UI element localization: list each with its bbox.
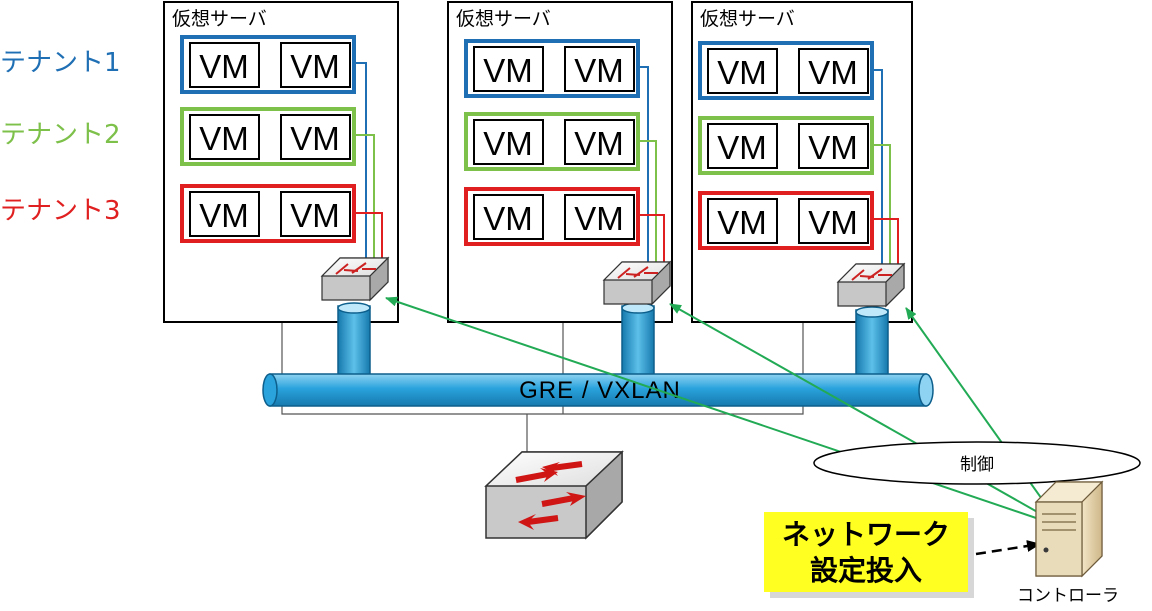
- vm-box: [189, 42, 260, 88]
- server-label: 仮想サーバ: [456, 8, 551, 30]
- vm-box: [189, 114, 260, 160]
- vm-label: VM: [574, 52, 624, 89]
- control-label: 制御: [960, 455, 994, 475]
- vm-label: VM: [290, 48, 340, 85]
- server-1-tenant-groups: VM VM VM VM VM VM: [180, 35, 356, 243]
- vm-label: VM: [199, 48, 249, 85]
- vm-label: VM: [199, 197, 249, 234]
- pipe-3-top: [855, 306, 889, 318]
- server-label: 仮想サーバ: [700, 8, 795, 30]
- pipe-3: [855, 309, 889, 377]
- pipe-1-top: [337, 302, 371, 314]
- vm-label: VM: [483, 52, 533, 89]
- controller-label: コントローラ: [1017, 586, 1119, 606]
- tenant-links: [354, 62, 899, 280]
- vm-box: [564, 46, 635, 92]
- vm-box: [707, 48, 778, 94]
- vm-label: VM: [290, 120, 340, 157]
- vm-label: VM: [717, 54, 767, 91]
- vm-label: VM: [717, 204, 767, 241]
- config-line-2: 設定投入: [810, 554, 922, 587]
- vm-box: [189, 191, 260, 237]
- vm-box: [564, 119, 635, 165]
- vertical-pipes: [337, 302, 889, 377]
- virtual-switch-2: [602, 260, 672, 306]
- vm-box: [798, 123, 869, 169]
- config-arrow: [975, 540, 1041, 556]
- vm-label: VM: [808, 204, 858, 241]
- vm-box: [473, 194, 544, 240]
- physical-switch-icon: [484, 450, 624, 540]
- vm-box: [473, 46, 544, 92]
- vm-label: VM: [483, 125, 533, 162]
- virtual-switch-3: [836, 262, 906, 308]
- vm-label: VM: [808, 129, 858, 166]
- vm-box: [280, 191, 351, 237]
- vm-label: VM: [717, 129, 767, 166]
- server-label: 仮想サーバ: [172, 8, 267, 30]
- vm-box: [280, 114, 351, 160]
- tenant-label-1: テナント1: [0, 48, 121, 78]
- controller-server-icon: [1034, 480, 1104, 578]
- vm-box: [473, 119, 544, 165]
- vm-label: VM: [290, 197, 340, 234]
- tenant-label-3: テナント3: [0, 196, 121, 226]
- control-arrow-to-switch-3: [905, 307, 1055, 517]
- vm-box: [280, 42, 351, 88]
- server-3-tenant-groups: VM VM VM VM VM VM: [698, 41, 874, 250]
- vm-box: [798, 198, 869, 244]
- vm-label: VM: [574, 200, 624, 237]
- vm-label: VM: [199, 120, 249, 157]
- vm-label: VM: [808, 54, 858, 91]
- vm-box: [564, 194, 635, 240]
- vm-label: VM: [483, 200, 533, 237]
- config-line-1: ネットワーク: [782, 518, 950, 551]
- pipe-1: [337, 305, 371, 377]
- tenant-label-2: テナント2: [0, 120, 121, 150]
- vm-box: [707, 198, 778, 244]
- server-2-tenant-groups: VM VM VM VM VM VM: [464, 39, 640, 246]
- gre-vxlan-tunnel: GRE / VXLAN: [262, 373, 934, 407]
- tunnel-label: GRE / VXLAN: [519, 377, 681, 404]
- tenant-legend: テナント1 テナント2 テナント3: [0, 48, 121, 226]
- vm-label: VM: [574, 125, 624, 162]
- virtual-switch-1: [320, 256, 390, 302]
- control-callout: 制御: [813, 441, 1141, 485]
- pipe-2: [621, 305, 655, 377]
- vm-box: [707, 123, 778, 169]
- vm-box: [798, 48, 869, 94]
- network-config-box: ネットワーク 設定投入: [764, 512, 974, 598]
